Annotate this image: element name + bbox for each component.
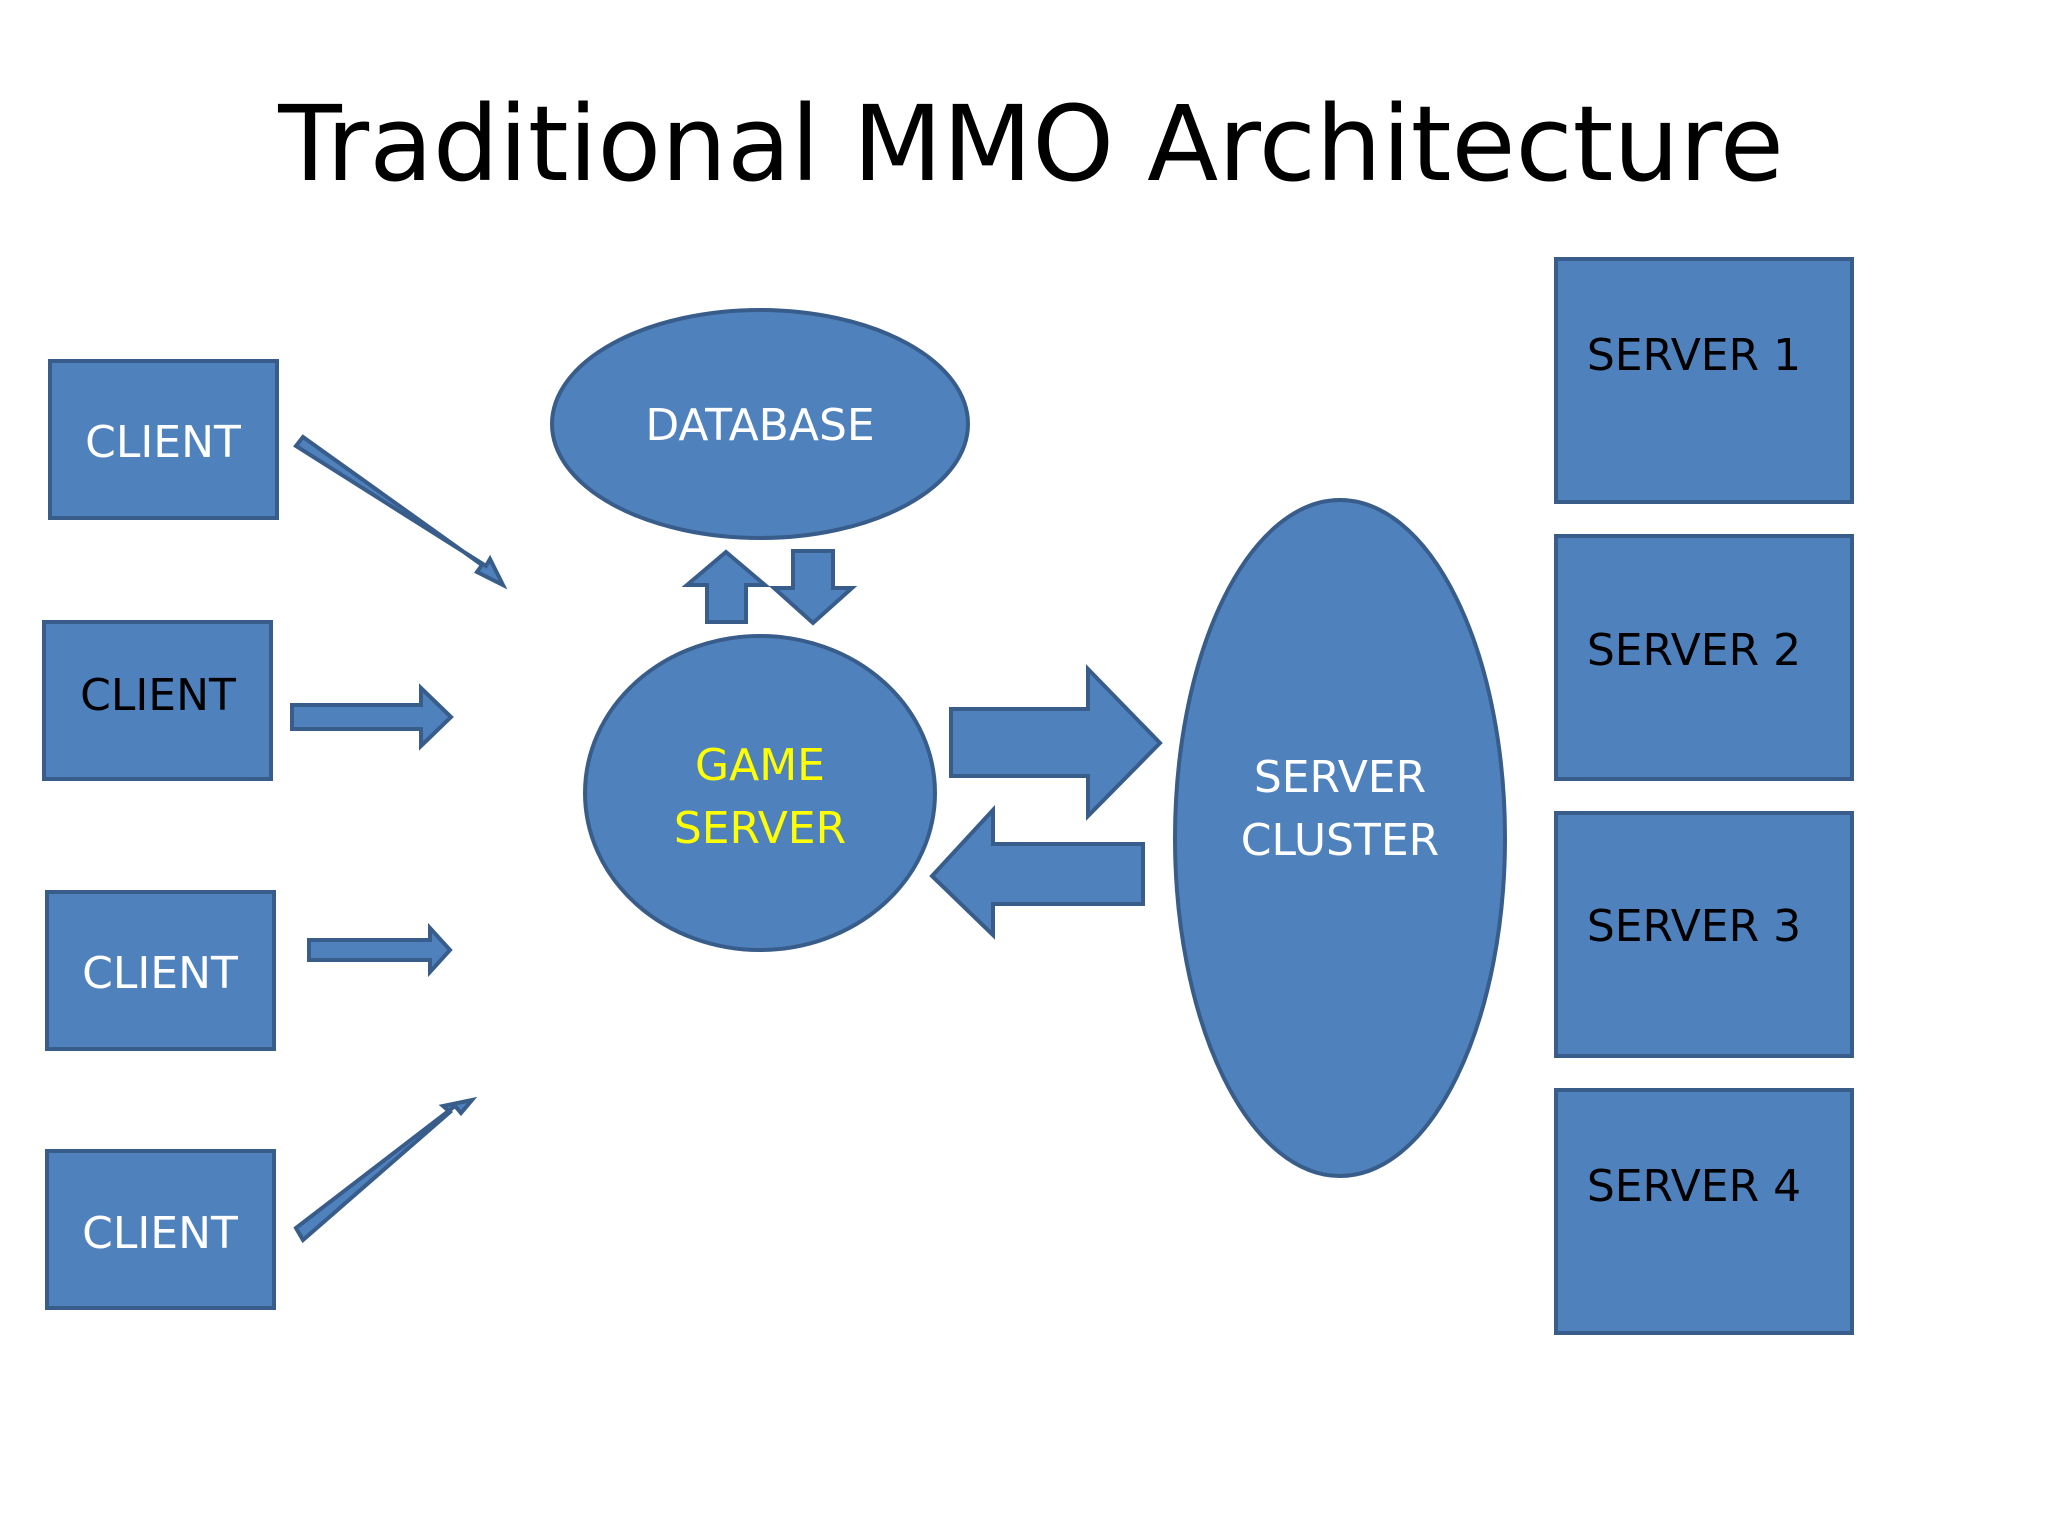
- game-to-database-arrow: [681, 549, 771, 624]
- server-box-1: SERVER 1: [1554, 257, 1854, 504]
- database-to-game-arrow: [768, 549, 858, 626]
- server-label-1: SERVER 1: [1587, 330, 1801, 381]
- client-label-2: CLIENT: [80, 670, 236, 721]
- client-box-2: CLIENT: [42, 620, 273, 781]
- diagram-title: Traditional MMO Architecture: [277, 83, 1784, 205]
- game-server-label-line1: GAME: [695, 740, 825, 791]
- client-3-arrow: [307, 922, 453, 978]
- server-label-4: SERVER 4: [1587, 1161, 1801, 1212]
- cluster-to-game-arrow: [929, 804, 1145, 940]
- client-box-3: CLIENT: [45, 890, 276, 1051]
- server-box-2: SERVER 2: [1554, 534, 1854, 781]
- server-label-2: SERVER 2: [1587, 625, 1801, 676]
- client-4-arrow: [293, 1096, 478, 1244]
- game-to-cluster-arrow: [949, 664, 1163, 821]
- game-server-label-line2: SERVER: [674, 803, 846, 854]
- server-cluster-label-line2: CLUSTER: [1241, 815, 1439, 866]
- game-server-node: GAME SERVER: [583, 634, 937, 952]
- server-box-3: SERVER 3: [1554, 811, 1854, 1058]
- client-label-1: CLIENT: [85, 417, 241, 468]
- client-1-arrow: [293, 434, 508, 590]
- database-label: DATABASE: [645, 400, 874, 451]
- server-label-3: SERVER 3: [1587, 901, 1801, 952]
- database-node: DATABASE: [550, 308, 970, 540]
- server-box-4: SERVER 4: [1554, 1088, 1854, 1335]
- client-box-1: CLIENT: [48, 359, 279, 520]
- client-2-arrow: [290, 683, 454, 751]
- client-box-4: CLIENT: [45, 1149, 276, 1310]
- server-cluster-label-line1: SERVER: [1254, 752, 1426, 803]
- client-label-3: CLIENT: [82, 948, 238, 999]
- client-label-4: CLIENT: [82, 1208, 238, 1259]
- server-cluster-node: SERVER CLUSTER: [1173, 498, 1507, 1178]
